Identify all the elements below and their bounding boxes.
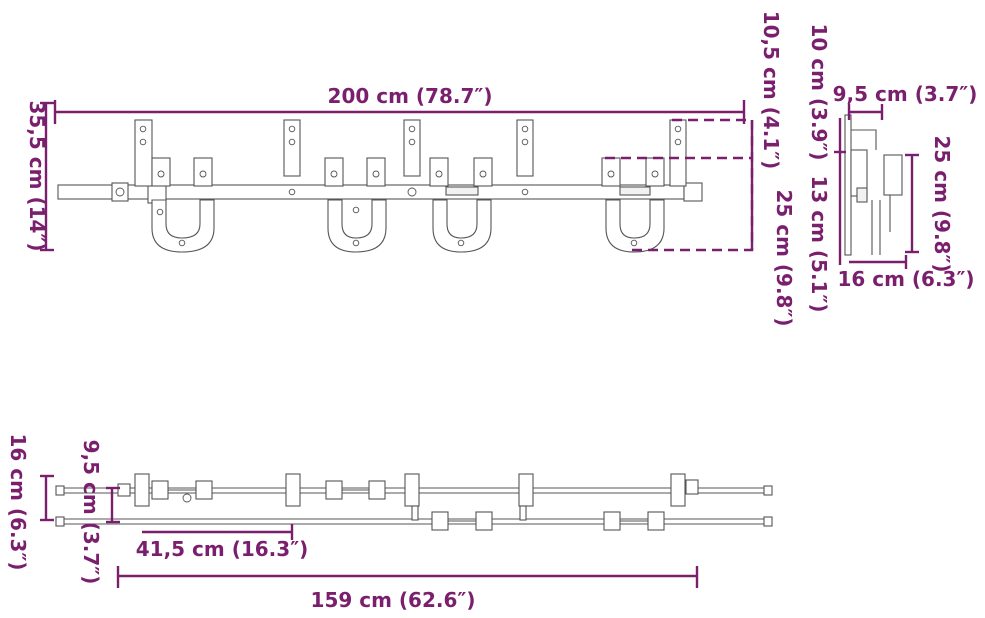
label-side-10: 10 cm (3.9″): [807, 23, 831, 160]
strap-hole: [156, 208, 164, 216]
top-wheel: [647, 511, 665, 531]
rail-joint: [407, 187, 417, 197]
rail-cap: [763, 516, 773, 527]
bracket-hole: [521, 138, 529, 146]
rail-end-stop-right: [683, 182, 703, 202]
wheel-axle: [607, 170, 615, 178]
wheel-axle: [330, 170, 338, 178]
wall-bracket-1: [134, 119, 153, 187]
top-bracket: [134, 473, 150, 507]
top-bracket: [518, 473, 534, 507]
label-side-16: 16 cm (6.3″): [837, 267, 974, 291]
top-end-stop: [117, 483, 131, 497]
wheel-axle: [651, 170, 659, 178]
hanger-3: [429, 157, 493, 253]
hanger-2: [324, 157, 387, 253]
wheel-axle: [435, 170, 443, 178]
label-gap-10-5: 10,5 cm (4.1″): [759, 11, 783, 170]
label-height-35-5: 35,5 cm (14″): [25, 100, 49, 251]
top-view: [40, 473, 773, 588]
bracket-hole: [288, 125, 296, 133]
bracket-plate: [283, 119, 301, 177]
wall-bracket-5: [669, 119, 687, 187]
side-view: [834, 104, 919, 269]
top-end-stop: [685, 479, 699, 495]
bracket-hole: [408, 138, 416, 146]
top-wheel: [325, 480, 343, 500]
wall-bracket-2: [283, 119, 301, 196]
u-strap: [432, 199, 492, 253]
rail-cap: [55, 516, 65, 527]
strap-hole: [352, 206, 360, 214]
u-strap: [605, 199, 665, 253]
rail-bolt: [288, 188, 296, 196]
top-bracket: [404, 473, 420, 507]
bracket-plate: [516, 119, 534, 177]
label-bottom-41-5: 41,5 cm (16.3″): [136, 537, 309, 561]
top-stopper: [182, 493, 192, 503]
top-wheel: [431, 511, 449, 531]
u-strap: [327, 199, 387, 253]
bracket-plate: [134, 119, 153, 187]
wheel-axle: [199, 170, 207, 178]
hanger-4: [601, 157, 665, 253]
anti-jump-block: [619, 186, 651, 196]
rail-bolt: [521, 188, 529, 196]
top-bracket: [670, 473, 686, 507]
wheel-axle: [479, 170, 487, 178]
strap-section: [871, 200, 881, 255]
strap-hole: [630, 239, 638, 247]
hanger-1: [151, 157, 215, 253]
stopper-bolt: [115, 187, 125, 197]
wall-plate: [844, 114, 852, 256]
label-side-9-5: 9,5 cm (3.7″): [833, 82, 978, 106]
top-wheel: [195, 480, 213, 500]
label-side-25: 25 cm (9.8″): [930, 135, 954, 272]
label-width-200: 200 cm (78.7″): [328, 84, 493, 108]
top-wheel: [151, 480, 169, 500]
bracket-arm: [851, 129, 877, 150]
top-connector: [519, 505, 527, 521]
side-wheel-right: [883, 154, 903, 196]
label-bottom-9-5: 9,5 cm (3.7″): [79, 440, 103, 585]
top-wheel: [368, 480, 386, 500]
top-connector: [411, 505, 419, 521]
wall-bracket-4: [516, 119, 534, 196]
rail-cap: [763, 485, 773, 496]
rail-cap: [55, 485, 65, 496]
bracket-hole: [408, 125, 416, 133]
wheel-axle: [157, 170, 165, 178]
label-hanger-25: 25 cm (9.8″): [772, 189, 796, 326]
label-bottom-159: 159 cm (62.6″): [311, 588, 476, 612]
strap-hole: [352, 239, 360, 247]
top-wheel: [475, 511, 493, 531]
u-strap: [151, 199, 215, 253]
label-side-13: 13 cm (5.1″): [807, 175, 831, 312]
bracket-hole: [674, 138, 682, 146]
bracket-hole: [674, 125, 682, 133]
bracket-hole: [521, 125, 529, 133]
bracket-hole: [288, 138, 296, 146]
strap-hole: [178, 239, 186, 247]
wall-bracket-3: [403, 119, 421, 197]
anti-jump-block: [445, 186, 479, 196]
wheel-axle: [372, 170, 380, 178]
bracket-plate: [403, 119, 421, 177]
front-view: [40, 100, 754, 253]
top-wheel: [603, 511, 621, 531]
bracket-hole: [139, 125, 147, 133]
bracket-hole: [139, 138, 147, 146]
label-bottom-16: 16 cm (6.3″): [6, 433, 30, 570]
strap-hole: [457, 239, 465, 247]
top-bracket: [285, 473, 301, 507]
rail-section: [856, 187, 868, 203]
